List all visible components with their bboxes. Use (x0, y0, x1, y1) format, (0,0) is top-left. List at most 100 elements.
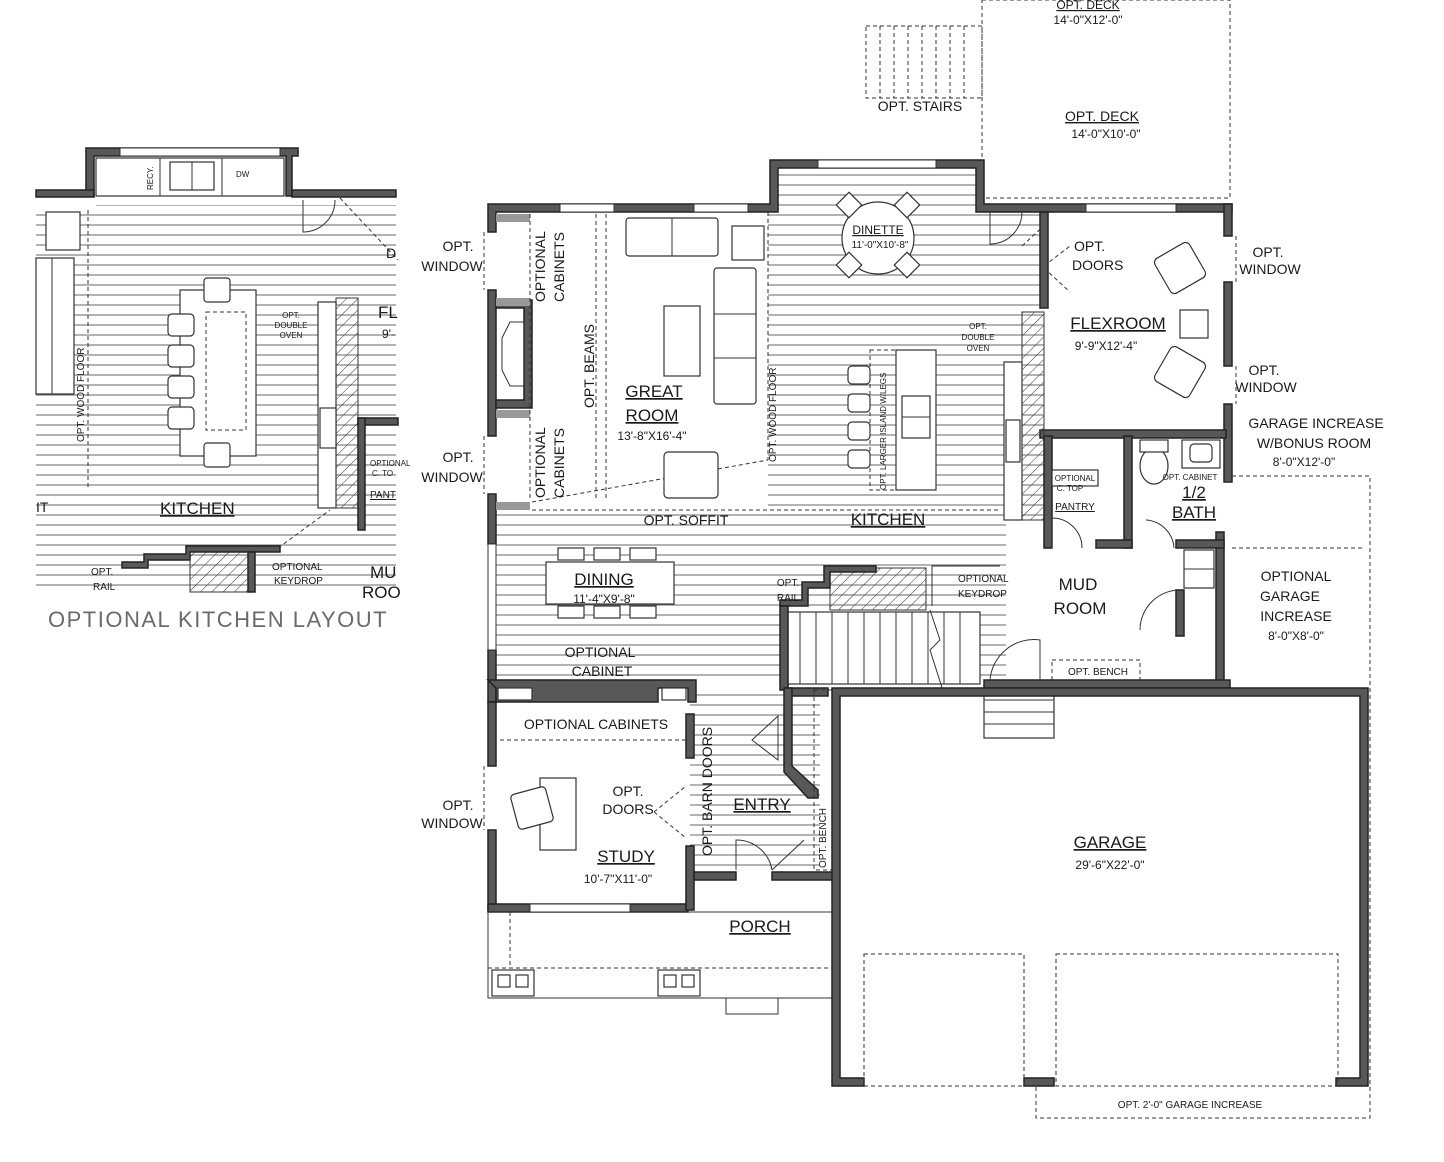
flexroom-label: FLEXROOM (1070, 314, 1165, 333)
opt-window-label: WINDOW (1239, 261, 1301, 277)
porch-column-base (681, 974, 695, 988)
opt-rail-wall (779, 565, 877, 607)
dining-chair (593, 547, 621, 561)
inset-kitchen-layout: RECY. DW D OPT. WOOD FLOOR OPT. DOUBLE O… (35, 147, 411, 632)
inset-wood-floor-label: OPT. WOOD FLOOR (76, 348, 87, 442)
flexroom-south-wall (1039, 429, 1227, 439)
optional-ctop-label: C. TOP (1057, 484, 1083, 493)
flexroom-side-table (1179, 309, 1209, 339)
opt-rail-label: OPT. (777, 578, 799, 589)
inset-chair (203, 442, 231, 468)
inset-end-table (45, 211, 81, 251)
optional-cabinet-label: OPTIONAL (565, 644, 636, 660)
inset-pantry-wall-v (357, 417, 366, 531)
inset-stool (167, 344, 195, 368)
dining-chair (557, 547, 585, 561)
island-stool (847, 393, 871, 413)
stair-wall (779, 605, 789, 691)
optional-keydrop-label: KEYDROP (958, 589, 1007, 600)
stair-break-line (929, 609, 945, 695)
toilet-tank (1139, 439, 1169, 453)
kitchen-label: KITCHEN (851, 510, 926, 529)
west-wall-dining (487, 493, 497, 545)
opt-garage-increase-label: OPT. 2'-0" GARAGE INCREASE (1118, 1100, 1263, 1111)
half-bath-label: BATH (1172, 503, 1216, 522)
inset-rail-label: RAIL (93, 582, 116, 593)
garage-increase-outline (1035, 475, 1371, 1119)
inset-mud-label: MU (370, 563, 396, 582)
inset-room-label: ROO (362, 583, 401, 602)
opt-double-oven-label: OVEN (967, 344, 990, 353)
optional-cabinets-label: OPTIONAL CABINETS (524, 716, 668, 732)
optional-garage-increase-label: OPTIONAL (1261, 568, 1332, 584)
flexroom-chair (1153, 241, 1207, 295)
inset-flex-label: FL (378, 303, 398, 322)
dinette-table (841, 201, 915, 275)
optional-keydrop-label: OPTIONAL (958, 574, 1009, 585)
porch-column-base (497, 974, 511, 988)
optional-cabinets-upper-label: CABINETS (551, 232, 567, 302)
main-floor-plan: OPT. DECK 14'-0"X12'-0" OPT. STAIRS OPT.… (421, 0, 1384, 1119)
dinette-chair (835, 191, 863, 219)
cabinet-end (496, 214, 530, 222)
island-stool (847, 365, 871, 385)
closet-angle-wall (783, 687, 819, 799)
inset-stair-hatch (189, 551, 249, 593)
garage-increase-bonus-label: GARAGE INCREASE (1248, 415, 1383, 431)
window (559, 203, 615, 213)
east-wall-d (1215, 531, 1225, 687)
optional-cabinets-lower-label: CABINETS (551, 428, 567, 498)
east-wall-b (1223, 281, 1233, 367)
keydrop-counter (931, 565, 1000, 606)
garage-label: GARAGE (1074, 833, 1147, 852)
study-east-wall (685, 713, 695, 759)
west-wall-great-room (487, 289, 497, 437)
opt-doors-flex-label: OPT. (1074, 238, 1105, 254)
pantry-door-swing (1051, 517, 1083, 549)
great-room-label: GREAT (625, 382, 682, 401)
dining-chair (629, 605, 657, 619)
entry-label: ENTRY (733, 795, 790, 814)
inset-d-label: D (386, 245, 396, 261)
opt-doors-flex-label: DOORS (1072, 257, 1123, 273)
opt-deck-top-dim: 14'-0"X12'-0" (1053, 13, 1122, 27)
deck-door-swing (989, 211, 1023, 245)
window (487, 543, 497, 651)
bath-south-wall (1175, 539, 1225, 549)
pantry-east-wall (1123, 435, 1133, 549)
opt-rail-label: RAIL (777, 593, 800, 604)
optional-cabinet-label: CABINET (572, 663, 633, 679)
opt-window-label: WINDOW (421, 469, 483, 485)
opt-doors-study-label: DOORS (602, 801, 653, 817)
window (693, 203, 749, 213)
optional-garage-increase-dim: 8'-0"X8'-0" (1268, 629, 1324, 643)
dining-chair (629, 547, 657, 561)
opt-window-label: OPT. (442, 238, 473, 254)
inset-mud-wall (247, 551, 256, 593)
opt-barn-doors-label: OPT. BARN DOORS (699, 727, 715, 856)
great-room-dim: 13'-8"X16'-4" (617, 429, 686, 443)
dinette-chair (893, 251, 921, 279)
island-stool (847, 421, 871, 441)
opt-wood-floor-label: OPT. WOOD FLOOR (768, 368, 779, 462)
inset-window (119, 147, 281, 157)
stair-treads (799, 612, 961, 684)
inset-oven-label: OVEN (280, 331, 303, 340)
kitchen-hatched-wall (1021, 311, 1045, 521)
garage-door-left (863, 953, 1025, 1087)
garage-center-pier (1023, 1077, 1055, 1087)
garage-walls (831, 687, 1369, 1087)
bath-sink (1189, 443, 1213, 463)
optional-ctop-label: OPTIONAL (1055, 474, 1096, 483)
opt-window-label: OPT. (1252, 244, 1283, 260)
inset-door-swing (302, 199, 336, 233)
inset-stool (167, 375, 195, 399)
entry-south-wall (693, 871, 737, 881)
inset-chair (203, 277, 231, 303)
inset-cooktop (319, 407, 337, 449)
opt-stairs-label: OPT. STAIRS (878, 98, 963, 114)
dining-label: DINING (574, 570, 634, 589)
opt-doors-study-label: OPT. (612, 783, 643, 799)
inset-flex-dim: 9'- (382, 327, 395, 341)
